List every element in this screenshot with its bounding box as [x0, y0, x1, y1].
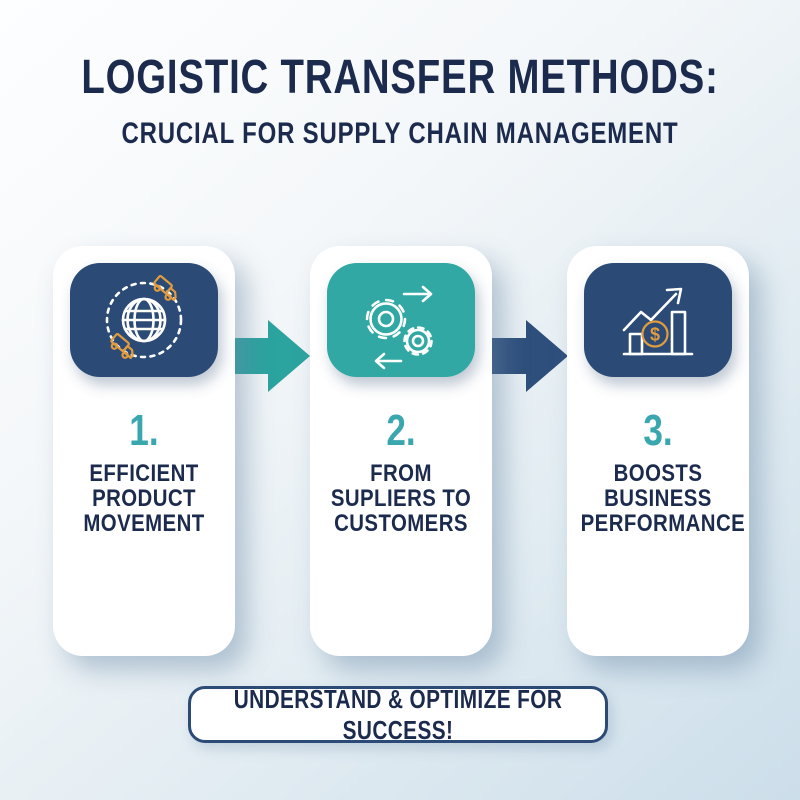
- arrow-left-glyph: [374, 352, 403, 370]
- banner: UNDERSTAND & OPTIMIZE FOR SUCCESS!: [188, 683, 608, 745]
- step-card-3: $ 3. BOOSTS BUSINESS PERFORMANCE: [567, 246, 749, 656]
- step-label: BOOSTS BUSINESS PERFORMANCE: [567, 461, 749, 536]
- step-card-2: 2. FROM SUPLIERS TO CUSTOMERS: [310, 246, 492, 656]
- growth-chart-icon: $: [584, 263, 732, 377]
- gears-process-icon: [327, 263, 475, 377]
- truck-icon-top: [153, 275, 177, 301]
- page-subtitle: CRUCIAL FOR SUPPLY CHAIN MANAGEMENT: [0, 117, 800, 151]
- step-label: FROM SUPLIERS TO CUSTOMERS: [310, 461, 492, 536]
- page-title: LOGISTIC TRANSFER METHODS:: [0, 51, 800, 105]
- step-label-line: BOOSTS: [613, 460, 703, 487]
- step-number-text: 3.: [643, 406, 673, 455]
- arrow-shape: [232, 320, 310, 392]
- dollar-sign: $: [650, 325, 660, 345]
- growth-chart-svg: $: [622, 287, 694, 356]
- step-number: 1.: [53, 409, 235, 453]
- dashed-orbit: [105, 281, 183, 359]
- gear-small: [403, 326, 433, 356]
- page-title-text: LOGISTIC TRANSFER METHODS:: [81, 51, 719, 104]
- step-card-1: 1. EFFICIENT PRODUCT MOVEMENT: [53, 246, 235, 656]
- step-number: 2.: [310, 409, 492, 453]
- step-number: 3.: [567, 409, 749, 453]
- page-subtitle-text: CRUCIAL FOR SUPPLY CHAIN MANAGEMENT: [121, 116, 679, 150]
- connector-arrow-icon-2: [490, 320, 568, 392]
- globe-logistics-svg: [105, 275, 183, 359]
- step-label-line: PERFORMANCE: [580, 510, 746, 537]
- dollar-coin: $: [641, 320, 669, 348]
- step-label-line: BUSINESS: [604, 485, 712, 512]
- arrow-shape: [490, 320, 568, 392]
- gear-large: [365, 298, 407, 340]
- growth-arrow: [622, 287, 683, 332]
- header: LOGISTIC TRANSFER METHODS: CRUCIAL FOR S…: [0, 51, 800, 151]
- step-label-line: FROM: [370, 460, 432, 487]
- globe-logistics-icon: [70, 263, 218, 377]
- truck-icon-bottom: [110, 333, 134, 359]
- step-label-line: MOVEMENT: [83, 510, 205, 537]
- step-label-line: CUSTOMERS: [334, 510, 468, 537]
- step-number-text: 1.: [129, 406, 159, 455]
- banner-text: UNDERSTAND & OPTIMIZE FOR SUCCESS!: [233, 683, 563, 745]
- bar-tall: [670, 310, 687, 356]
- globe: [121, 297, 167, 343]
- step-label: EFFICIENT PRODUCT MOVEMENT: [53, 461, 235, 536]
- step-label-line: EFFICIENT: [89, 460, 199, 487]
- step-number-text: 2.: [386, 406, 416, 455]
- step-label-line: PRODUCT: [92, 485, 196, 512]
- arrow-right-glyph: [402, 285, 433, 303]
- step-label-line: SUPLIERS TO: [330, 485, 472, 512]
- connector-arrow-icon-1: [232, 320, 310, 392]
- bar-small: [628, 332, 644, 356]
- gears-process-svg: [365, 285, 433, 370]
